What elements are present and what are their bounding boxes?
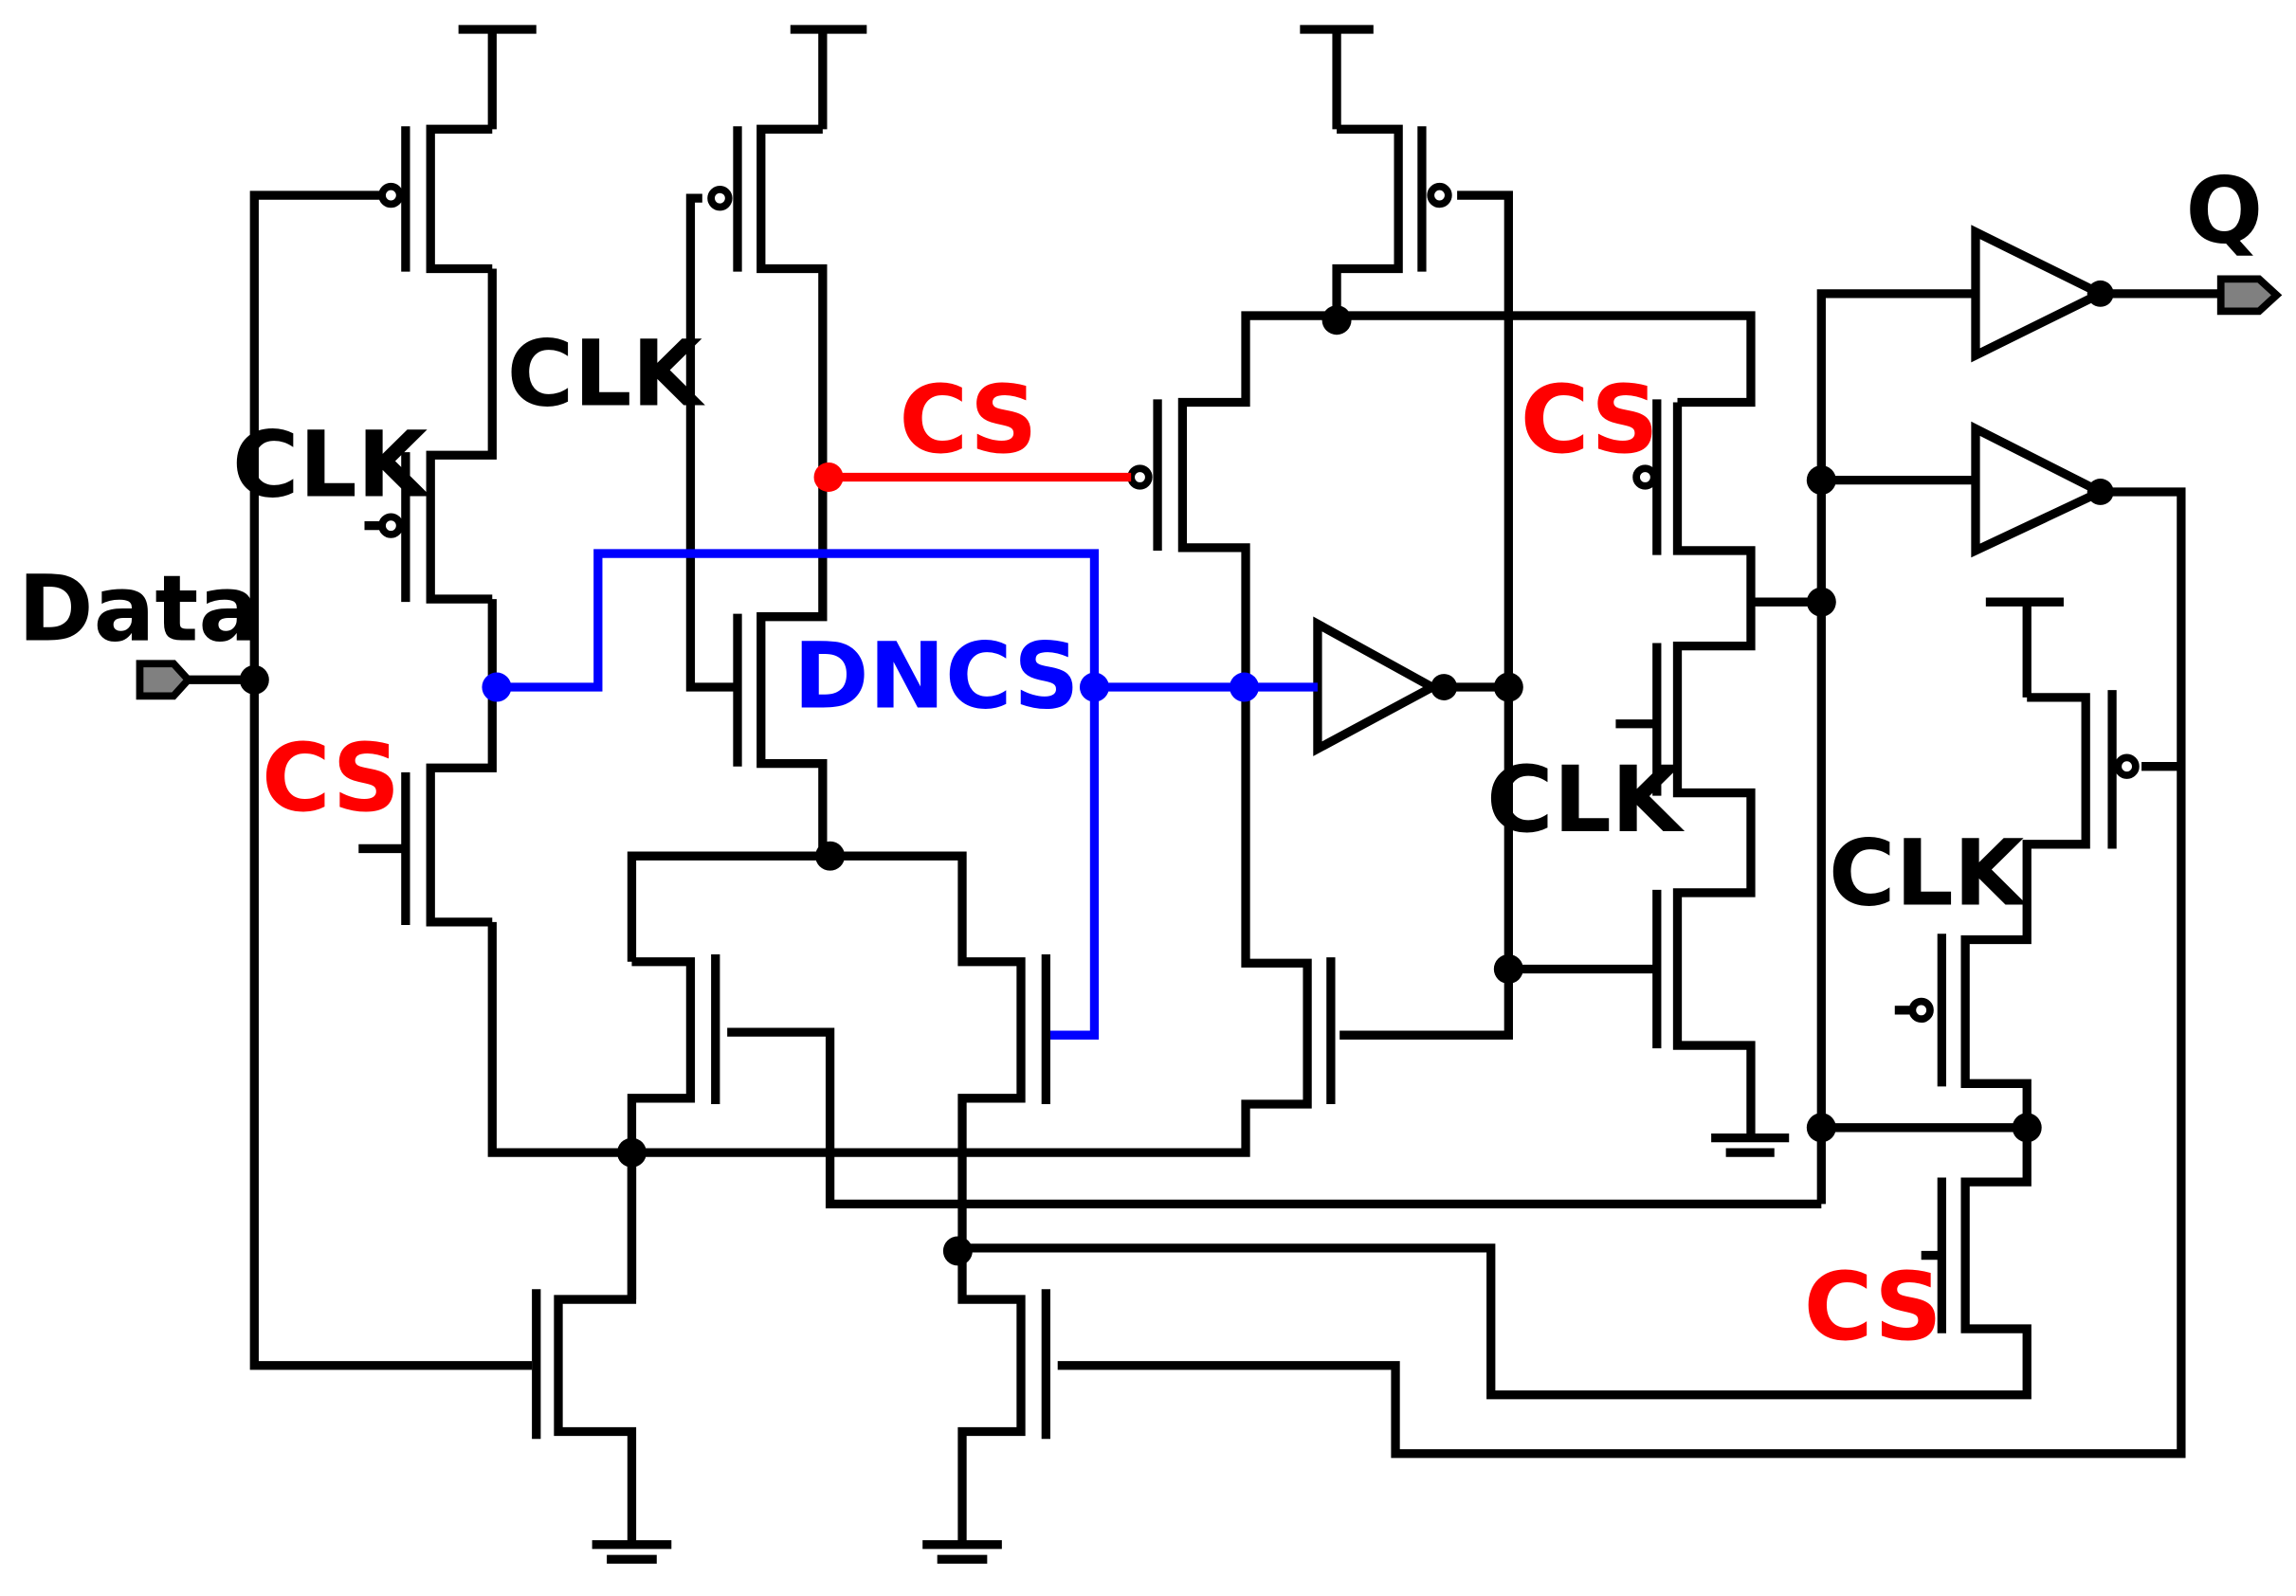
clk-label: CLK xyxy=(1829,820,2028,926)
ground-icon xyxy=(1711,1133,1790,1157)
buffer-icon xyxy=(1971,225,2111,363)
pmos-transistor-icon xyxy=(1332,124,1427,317)
vdd-icon xyxy=(1300,25,1374,130)
ground-icon xyxy=(592,1540,672,1564)
vdd-icon xyxy=(458,25,537,130)
vdd-icon xyxy=(1985,597,2064,698)
cs-label: CS xyxy=(899,366,1037,475)
dncs-net xyxy=(496,549,1100,1040)
cs-label: CS xyxy=(262,724,400,833)
clk-label: CLK xyxy=(232,412,431,518)
cs-label: CS xyxy=(1521,366,1659,475)
buffer-icon xyxy=(1971,421,2111,558)
pmos-transistor-icon xyxy=(364,268,497,604)
clk-label: CLK xyxy=(1486,747,1686,853)
q-label: Q xyxy=(2186,158,2264,264)
nmos-transistor-icon xyxy=(358,771,410,926)
cs-label: CS xyxy=(1804,1253,1942,1362)
data-label: Data xyxy=(18,555,260,662)
clk-label: CLK xyxy=(507,321,706,427)
input-port-icon xyxy=(136,660,193,700)
dncs-label: DNCS xyxy=(793,624,1080,730)
vdd-icon xyxy=(790,25,867,130)
pmos-transistor-icon xyxy=(401,124,493,274)
output-port-icon xyxy=(2216,275,2283,316)
buffer-icon xyxy=(1313,616,1442,756)
pmos-transistor-icon xyxy=(733,124,828,852)
ground-icon xyxy=(922,1540,1002,1564)
